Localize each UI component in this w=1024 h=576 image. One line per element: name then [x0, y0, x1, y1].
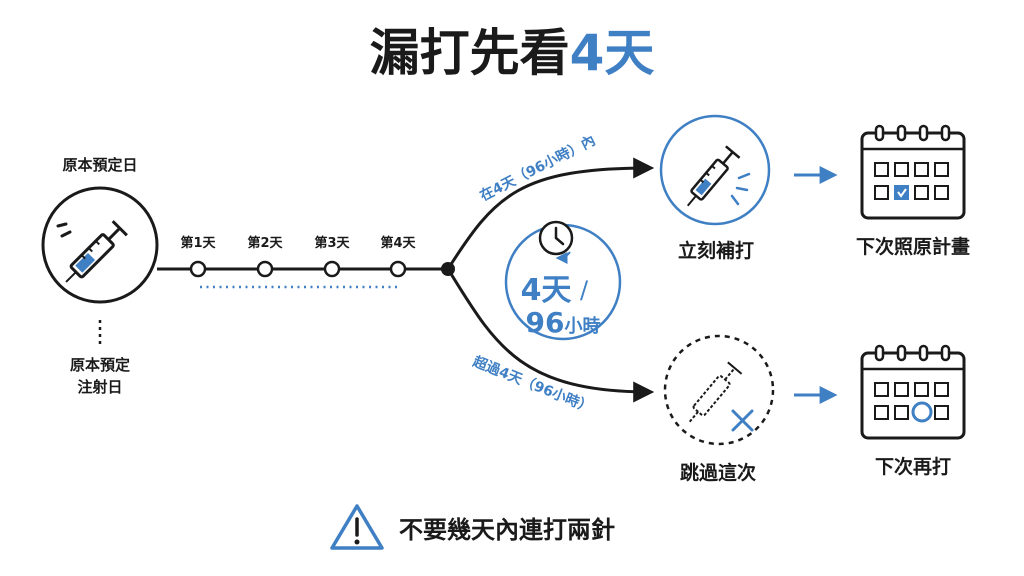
keep-schedule-label: 下次照原計畫 [856, 235, 970, 258]
title-main: 漏打先看 [370, 24, 570, 82]
timeline-day-2-label: 第2天 [247, 235, 283, 251]
check-icon [897, 188, 907, 198]
lower-branch-arrow [446, 268, 655, 403]
calendar-icon-circled [860, 344, 966, 440]
badge-hours: 96小時 [526, 306, 601, 339]
inject-now-circle [659, 114, 771, 226]
warning-icon [330, 504, 384, 550]
time-limit-badge: 4天 / 96小時 [504, 220, 622, 341]
original-date-label: 原本預定日 [62, 156, 137, 174]
original-syringe-circle [41, 186, 159, 304]
timeline-day-4-node [389, 260, 407, 278]
calendar-icon-checked [860, 124, 966, 220]
skip-dose-label: 跳過這次 [680, 461, 756, 484]
syringe-outline-icon [688, 361, 743, 423]
timeline-day-3-node [323, 260, 341, 278]
syringe-icon [686, 145, 741, 207]
clock-icon [538, 220, 574, 264]
badge-hours-number: 96 [526, 306, 565, 339]
skip-dose-circle [663, 334, 775, 446]
original-injection-label-line2: 注射日 [77, 378, 122, 396]
inject-now-label: 立刻補打 [678, 239, 754, 262]
next-dose-marker [911, 401, 933, 423]
upper-branch-label: 在4天（96小時）內 [477, 132, 598, 205]
inject-next-time-label: 下次再打 [875, 455, 951, 478]
timeline-day-4-label: 第4天 [380, 235, 416, 251]
timeline-day-1-node [189, 260, 207, 278]
page-title: 漏打先看4天 [370, 24, 655, 82]
warning-text: 不要幾天內連打兩針 [399, 516, 615, 544]
badge-slash: / [580, 276, 589, 304]
syringe-icon [65, 220, 128, 283]
upper-branch-arrow [446, 157, 655, 270]
checked-day-box [894, 185, 909, 200]
title-highlight: 4天 [570, 24, 655, 82]
timeline-day-1-label: 第1天 [180, 235, 216, 251]
timeline-day-3-label: 第3天 [314, 235, 350, 251]
timeline-day-2-node [256, 260, 274, 278]
original-injection-label-line1: 原本預定 [70, 356, 130, 374]
badge-hours-unit: 小時 [564, 316, 600, 337]
badge-days: 4天 [521, 273, 572, 308]
cross-icon [731, 409, 754, 432]
